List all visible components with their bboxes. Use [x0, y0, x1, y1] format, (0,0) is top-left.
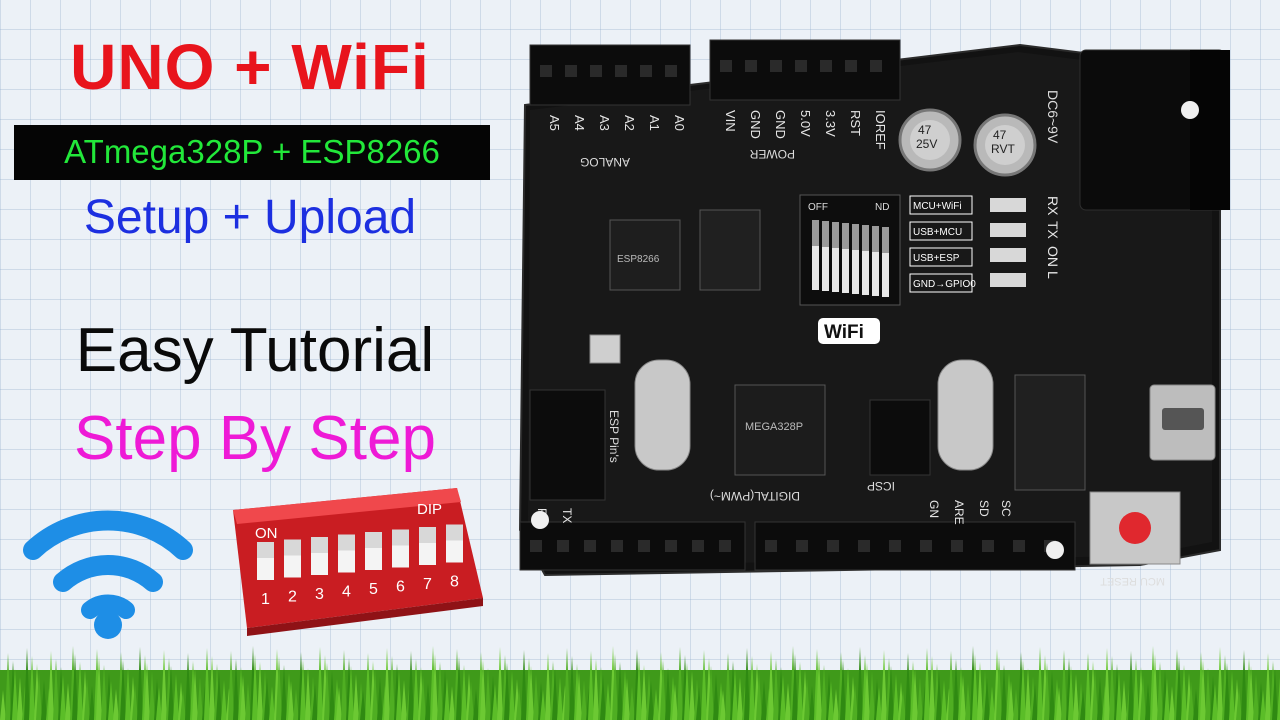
- led-label: ON: [1045, 246, 1061, 267]
- dip-switch-icon: ON DIP 1 2 3 4 5 6 7 8: [233, 488, 483, 636]
- dip-number: 4: [342, 584, 351, 601]
- power-pin-label: GND: [748, 110, 763, 139]
- power-pin-label: 5.0V: [798, 110, 813, 137]
- power-label: POWER: [749, 147, 795, 161]
- grass-border: [0, 646, 1280, 720]
- gnd-label: GN: [927, 500, 941, 518]
- esp-pins-label: ESP Pin's: [607, 410, 621, 463]
- analog-pin-label: A3: [597, 115, 612, 131]
- capacitor-1: 47 25V: [898, 108, 962, 172]
- led-label: TX: [1045, 221, 1061, 240]
- wifi-icon: [23, 510, 193, 639]
- arduino-uno-wifi-board: DC6~9V A5 A4 A3 A2 A1 A0 VIN GND GND 5.0V 3.3V RST…: [518, 39, 1230, 587]
- icsp-label: ICSP: [867, 479, 895, 493]
- power-pin-label: GND: [773, 110, 788, 139]
- subtitle-text: ATmega328P + ESP8266: [64, 133, 440, 170]
- analog-pin-label: A0: [672, 115, 687, 131]
- dip-number: 2: [288, 589, 297, 606]
- dip-on-label: ON: [255, 525, 278, 542]
- power-pin-label: IOREF: [873, 110, 888, 150]
- setup-upload-text: Setup + Upload: [83, 191, 417, 244]
- dip-number: 5: [369, 581, 378, 598]
- dip-mode-label: USB+MCU: [913, 227, 962, 238]
- step-by-step-text: Step By Step: [74, 404, 436, 473]
- led-label: L: [1045, 271, 1061, 279]
- board-nd-label: ND: [875, 202, 889, 213]
- dip-mode-label: MCU+WiFi: [913, 201, 962, 212]
- svg-text:ESP8266: ESP8266: [617, 254, 660, 265]
- tx-label: TX: [560, 508, 574, 523]
- dip-number: 3: [315, 586, 324, 603]
- dip-mode-label: GND→GPIO0: [913, 279, 976, 290]
- analog-pin-label: A5: [547, 115, 562, 131]
- title-text: UNO + WiFi: [70, 31, 430, 103]
- scl-label: SC: [999, 500, 1013, 517]
- analog-pin-label: A1: [647, 115, 662, 131]
- svg-text:MEGA328P: MEGA328P: [745, 421, 803, 433]
- svg-text:47: 47: [993, 128, 1007, 142]
- dip-mode-label: USB+ESP: [913, 253, 960, 264]
- power-pin-label: VIN: [723, 110, 738, 132]
- digital-label: DIGITAL(PWM~): [710, 489, 800, 503]
- power-pin-label: 3.3V: [823, 110, 838, 137]
- power-pin-label: RST: [848, 110, 863, 136]
- dip-number: 8: [450, 574, 459, 591]
- dc-label: DC6~9V: [1045, 90, 1061, 144]
- aref-label: ARE: [952, 500, 966, 525]
- esp8266-chip: ESP8266: [609, 219, 681, 291]
- dip-number: 7: [423, 576, 432, 593]
- dip-number: 6: [396, 579, 405, 596]
- atmega328p-chip: MEGA328P: [734, 384, 826, 476]
- analog-pin-label: A4: [572, 115, 587, 131]
- board-off-label: OFF: [808, 202, 828, 213]
- easy-tutorial-text: Easy Tutorial: [75, 316, 435, 385]
- mcu-reset-label: MCU RESET: [1100, 575, 1165, 587]
- subtitle-bar: [14, 125, 490, 180]
- svg-text:RVT: RVT: [991, 142, 1015, 156]
- svg-text:25V: 25V: [916, 137, 937, 151]
- analog-pin-label: A2: [622, 115, 637, 131]
- capacitor-2: 47 RVT: [973, 113, 1037, 177]
- dip-label: DIP: [417, 501, 442, 518]
- board-wifi-badge: WiFi: [824, 322, 864, 343]
- analog-label: ANALOG: [580, 155, 630, 169]
- dip-number: 1: [261, 591, 270, 608]
- sda-label: SD: [977, 500, 991, 517]
- led-label: RX: [1045, 196, 1061, 216]
- svg-text:47: 47: [918, 123, 932, 137]
